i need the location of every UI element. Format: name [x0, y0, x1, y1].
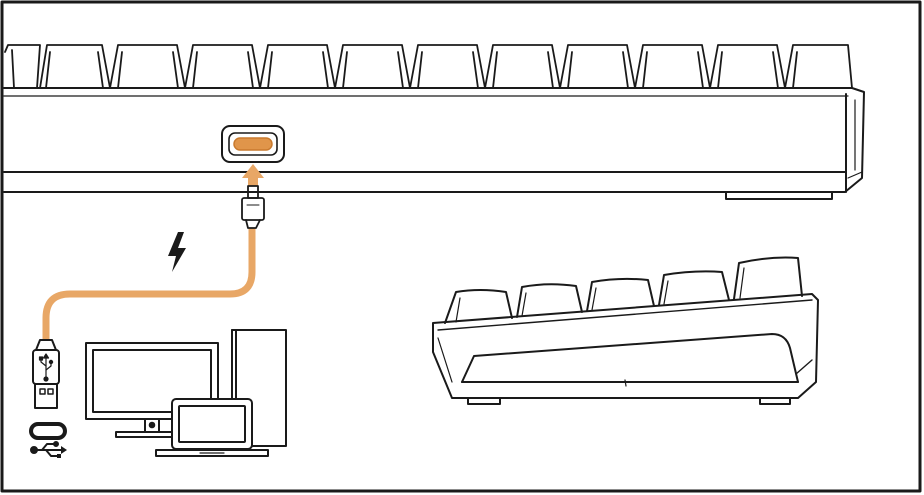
usb-symbol-icon [31, 442, 67, 458]
side-case [433, 294, 818, 404]
usb-c-port-icon [222, 126, 284, 162]
lightning-bolt-icon [168, 232, 186, 272]
keyboard-rear-view [4, 45, 864, 199]
keycap-row [5, 45, 852, 88]
keyboard-side-profile [433, 258, 818, 404]
usb-cable [46, 186, 264, 340]
arrow-up-icon [242, 164, 264, 186]
keyboard-case [4, 88, 864, 199]
usb-c-port-symbol-icon [31, 424, 65, 438]
usb-a-plug-icon [33, 340, 59, 408]
side-keycaps [445, 258, 802, 323]
laptop-icon [156, 399, 268, 456]
